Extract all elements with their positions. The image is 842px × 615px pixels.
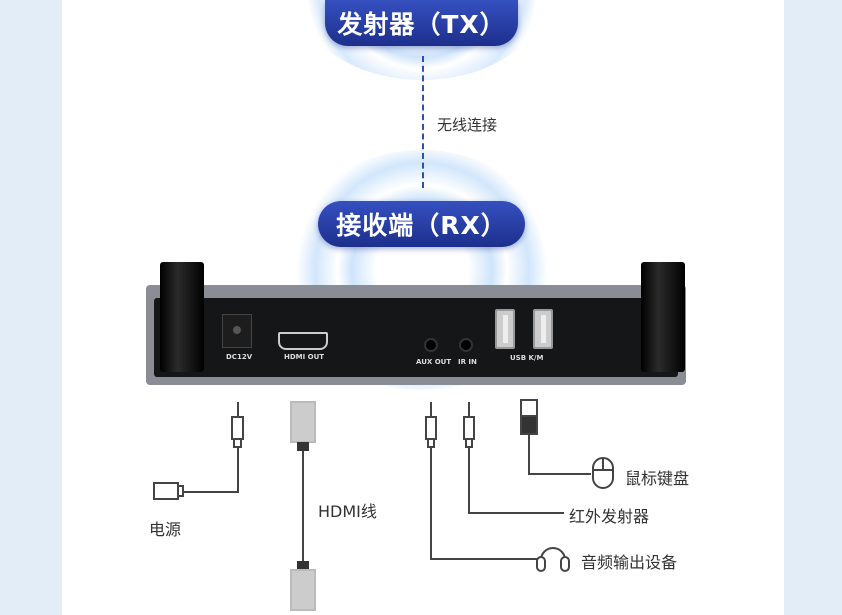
device-rear-panel: DC12V HDMI OUT AUX OUT IR IN USB K/M (154, 298, 678, 377)
audio-plug-icon (425, 402, 570, 572)
power-plug-icon (153, 402, 244, 500)
dc-port-label: DC12V (226, 353, 253, 361)
power-label: 电源 (149, 520, 182, 539)
usb-plug-icon (520, 399, 614, 489)
wireless-link-line (422, 56, 424, 188)
ir-port-label: IR IN (458, 358, 477, 366)
hdmi-port (278, 332, 328, 350)
ir-plug-icon (463, 402, 564, 514)
ir-emitter-label: 红外发射器 (569, 507, 650, 526)
aux-port-label: AUX OUT (416, 358, 452, 366)
hdmi-port-label: HDMI OUT (284, 353, 325, 361)
usb-port-label: USB K/M (510, 354, 544, 362)
rx-badge: 接收端（RX） (318, 201, 525, 247)
antenna-left (160, 262, 204, 372)
tx-badge: 发射器（TX） (325, 0, 518, 46)
mouse-keyboard-label: 鼠标键盘 (625, 469, 690, 488)
hdmi-cable-label: HDMI线 (318, 502, 377, 521)
audio-output-label: 音频输出设备 (581, 553, 678, 572)
antenna-right (641, 262, 685, 372)
aux-port (424, 338, 438, 352)
usb-port-2 (533, 309, 553, 349)
dc-port (222, 314, 252, 348)
wireless-label: 无线连接 (437, 116, 498, 134)
receiver-device: DC12V HDMI OUT AUX OUT IR IN USB K/M (146, 285, 686, 385)
hdmi-cable-icon (290, 401, 316, 611)
ir-port (459, 338, 473, 352)
usb-port-1 (495, 309, 515, 349)
